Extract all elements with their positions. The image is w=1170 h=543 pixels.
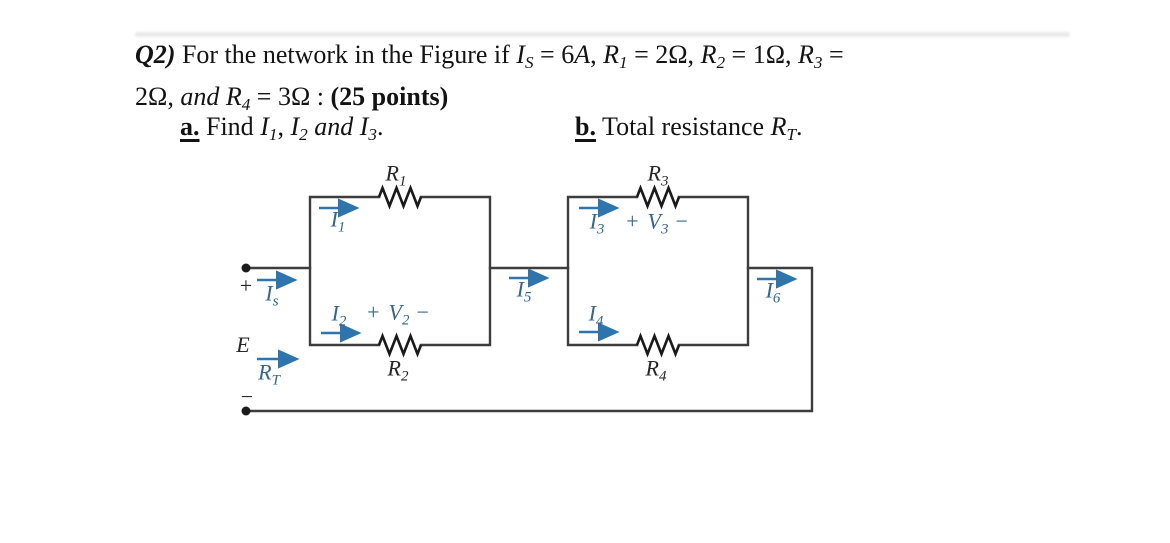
label-i2: I2 [331, 300, 347, 330]
label-i1: I1 [330, 206, 346, 236]
resistor-r3-zigzag [635, 184, 681, 210]
minus-sign: − [240, 384, 254, 409]
block2-wires [566, 195, 750, 347]
label-r3: R3 [647, 160, 669, 190]
part-b-prompt: b. Total resistance RT. [575, 112, 803, 144]
label-i3: I3 [589, 208, 605, 238]
problem-line-2: 2Ω, and R4 = 3Ω : (25 points) [135, 81, 449, 114]
label-rt: RT [258, 359, 280, 389]
label-i4: I4 [588, 300, 604, 330]
label-i5: I5 [516, 276, 532, 306]
label-is: Is [265, 280, 279, 310]
resistor-r2-zigzag [377, 332, 423, 358]
label-v2: +V2− [367, 299, 429, 329]
label-r4: R4 [645, 355, 667, 385]
scan-artifact [135, 32, 1070, 37]
part-a-prompt: a. Find I1, I2 and I3. [180, 112, 384, 144]
problem-statement: Q2) For the network in the Figure if IS … [135, 38, 844, 122]
problem-line-1: Q2) For the network in the Figure if IS … [135, 40, 844, 72]
return-wire [244, 266, 814, 413]
label-i6: I6 [765, 277, 781, 307]
label-r2: R2 [387, 355, 409, 385]
label-r1: R1 [385, 160, 407, 190]
block1-wires [308, 195, 492, 347]
plus-sign: + [239, 273, 253, 298]
negative-terminal-dot [241, 406, 251, 416]
resistor-r1-zigzag [377, 184, 423, 210]
label-v3: +V3− [626, 208, 688, 238]
positive-terminal-dot [241, 263, 251, 273]
label-source-e: E [236, 332, 250, 357]
resistor-r4-zigzag [635, 332, 681, 358]
